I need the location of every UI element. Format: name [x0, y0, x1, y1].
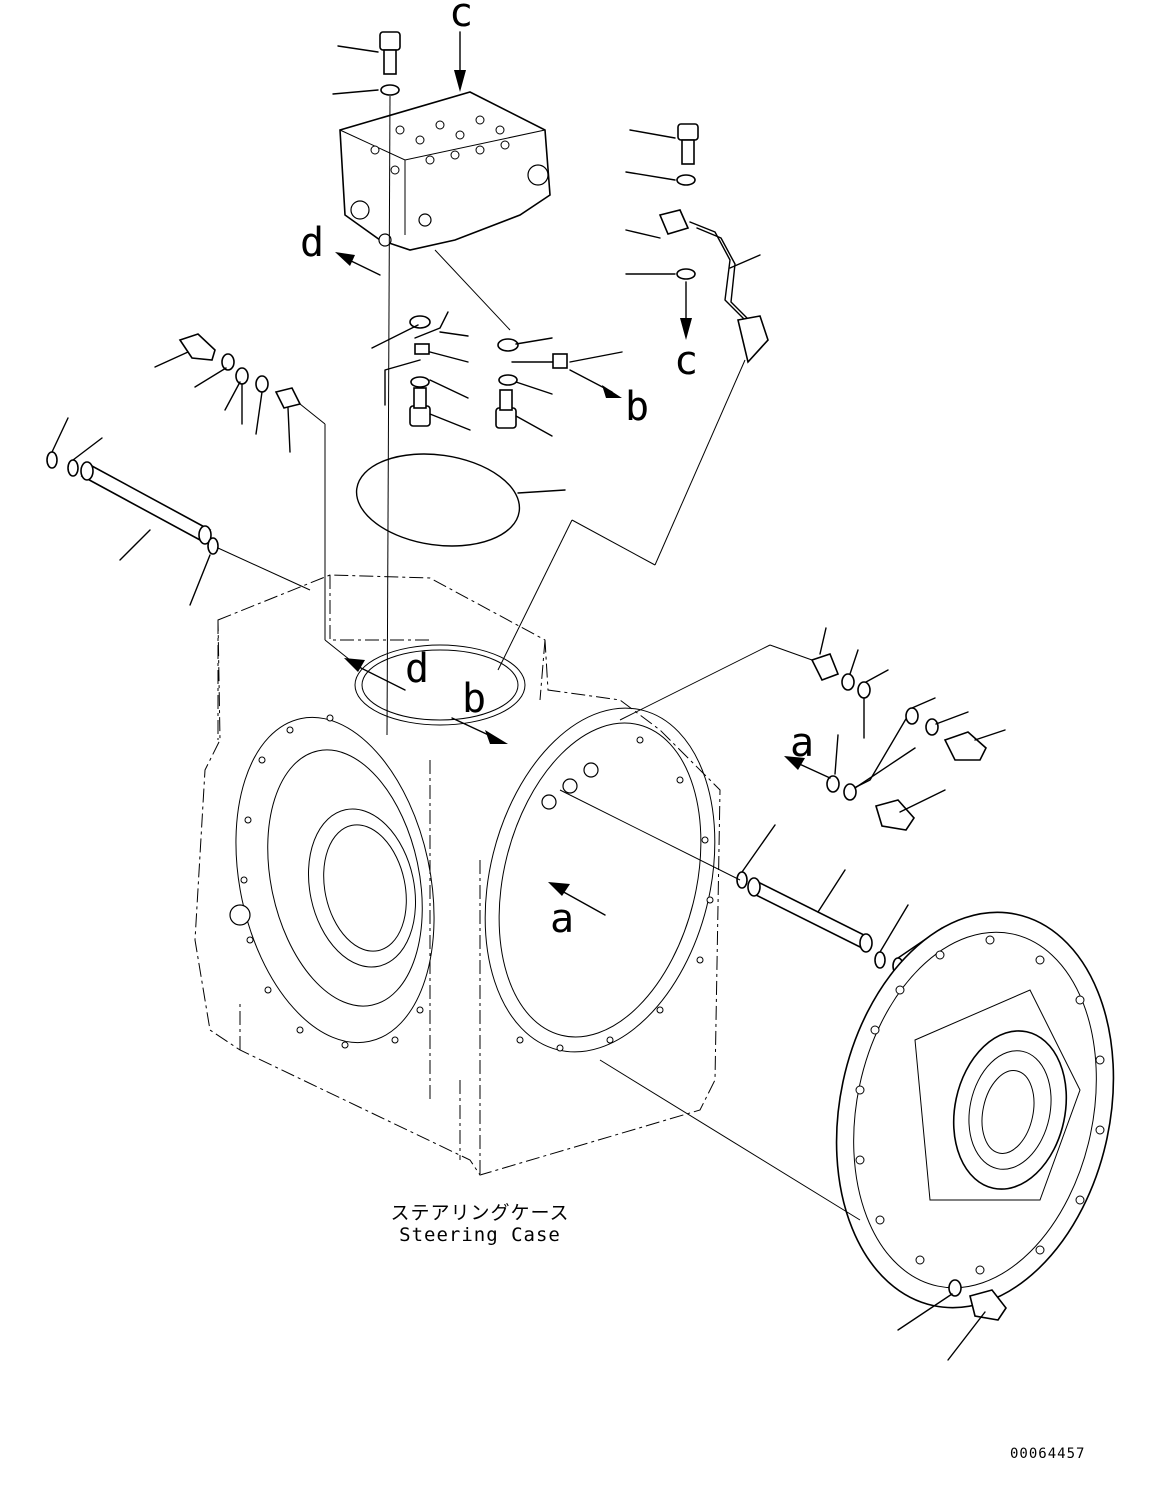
left-shaft [46, 417, 311, 606]
lubrication-tube [497, 123, 769, 671]
right-fittings [619, 627, 1006, 831]
drawing-number: 00064457 [1010, 1446, 1086, 1462]
control-valve [339, 91, 551, 251]
valve-mount-bolt [332, 31, 401, 736]
pressure-fittings [371, 249, 623, 437]
callout-b-right: b [625, 384, 649, 430]
callout-a-right: a [790, 720, 814, 766]
callout-a-case: a [550, 896, 574, 942]
callout-arrows [335, 31, 831, 916]
caption-japanese: ステアリングケース [390, 1202, 570, 1224]
steering-case-cover [599, 911, 1115, 1361]
steering-case [194, 574, 721, 1176]
callout-d-lower: d [405, 646, 429, 692]
callout-d-upper: d [300, 220, 324, 266]
callout-b-case: b [462, 676, 486, 722]
left-fittings [154, 333, 351, 661]
caption-english: Steering Case [399, 1224, 561, 1246]
callout-c-bottom: c [674, 338, 698, 384]
o-ring-large [355, 453, 566, 547]
callout-c-top: c [449, 0, 473, 36]
